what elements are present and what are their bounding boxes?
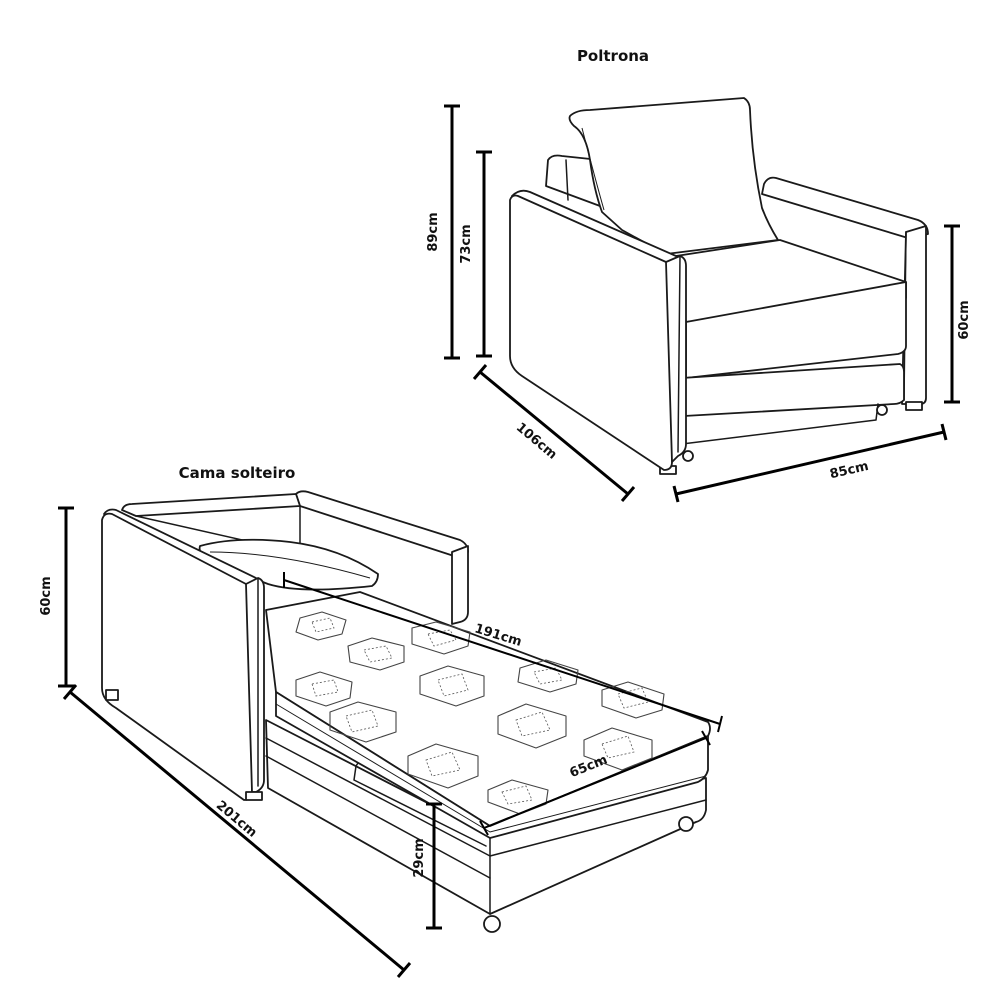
bed-front-arm-front [245,577,265,793]
bed-dimensions [58,506,723,978]
armchair-caster-left [682,450,694,462]
bed-caster-front [483,915,501,933]
dim-line-85cm [675,430,945,496]
bed-back-frame [121,493,301,517]
bed-foot-left [105,689,119,701]
dim-label-106cm: 106cm [513,420,560,463]
dim-label-73cm: 73cm [459,224,474,263]
bed-mattress-side [275,691,709,839]
armchair-foot-right [905,401,923,411]
armchair-caster-right [876,404,888,416]
dim-label-60cm-bed: 60cm [39,576,54,615]
bed-caster-right [678,816,694,832]
bed-front-arm [101,508,265,801]
dim-label-29cm: 29cm [412,838,427,877]
dim-line-65cm [483,737,707,829]
bed-mattress-pattern [295,611,665,815]
dim-label-60cm-armchair: 60cm [957,300,972,339]
bed-foot-right [245,791,263,801]
armchair-title: Poltrona [577,47,649,65]
armchair-right-arm [761,176,929,239]
bed-title: Cama solteiro [179,464,296,482]
dim-line-191cm [283,579,721,725]
dim-label-201cm: 201cm [213,798,260,841]
dim-label-89cm: 89cm [426,212,441,251]
armchair-seat-front [685,281,907,379]
armchair-dimensions [444,104,960,503]
armchair-left-arm-front [665,255,687,463]
armchair-drawing [509,97,929,475]
bed-mattress [265,591,711,839]
armchair-back-frame [545,154,601,207]
dim-label-85cm: 85cm [828,459,870,482]
dim-line-201cm [69,690,405,972]
dim-line-106cm [479,370,629,496]
bed-back-arm [295,490,469,557]
armchair-base-drawer [681,363,905,417]
